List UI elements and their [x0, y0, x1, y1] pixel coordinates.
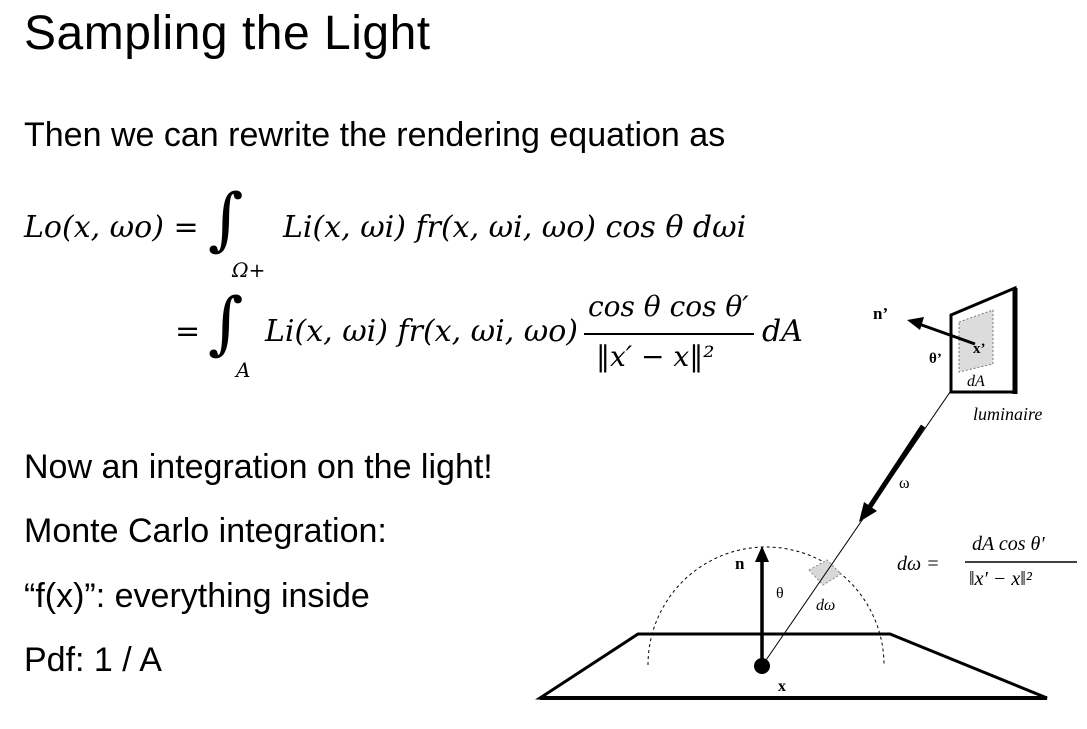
label-luminaire: luminaire: [973, 404, 1042, 424]
point-x-dot: [754, 658, 770, 674]
formula-numerator: dA cos θ′: [972, 533, 1045, 555]
omega-arrow-shaft: [866, 424, 926, 510]
normal-nprime-arrowhead: [907, 317, 924, 330]
slide-title: Sampling the Light: [24, 7, 431, 60]
equation-line1-rhs: Li(x, ωi) fr(x, ωi, ωo) cos θ dωi: [283, 210, 747, 245]
ground-plane: [535, 632, 1048, 700]
fraction-denominator: ‖x′ − x‖²: [596, 340, 715, 373]
label-n-prime: n’: [873, 304, 888, 323]
integral-sign-1: ∫: [208, 180, 244, 259]
bullet-4: Pdf: 1 / A: [24, 641, 162, 679]
normal-n-arrowhead: [755, 546, 769, 562]
normal-nprime-line: [918, 322, 976, 346]
label-theta: θ: [776, 585, 784, 602]
intro-text: Then we can rewrite the rendering equati…: [24, 116, 726, 154]
label-dA: dA: [967, 373, 985, 390]
equation-line2-tail: dA: [762, 314, 803, 349]
label-x: x: [778, 678, 786, 695]
formula-lhs: dω =: [897, 553, 940, 575]
bullet-1: Now an integration on the light!: [24, 448, 493, 486]
equation-line2-rhs: Li(x, ωi) fr(x, ωi, ωo): [265, 314, 579, 349]
d-omega-patch: [808, 559, 842, 586]
hemisphere: [647, 546, 885, 666]
bullet-2: Monte Carlo integration:: [24, 512, 387, 550]
integral-sub-a: A: [236, 358, 251, 382]
omega-arrow-head: [859, 502, 877, 522]
label-d-omega: dω: [816, 597, 835, 614]
fraction-numerator: cos θ cos θ′: [588, 290, 749, 323]
dA-patch: [958, 309, 994, 373]
fraction-bar: [584, 333, 754, 335]
equation-line1-lhs: Lo(x, ωo) =: [24, 210, 199, 245]
equation-line2-eq: =: [175, 314, 201, 349]
light-sampling-diagram: n’ θ’ x’ dA luminaire ω n θ dω x dω = dA…: [535, 285, 1077, 700]
integral-sub-omega: Ω+: [232, 258, 266, 282]
label-x-prime: x’: [973, 341, 986, 357]
label-n: n: [735, 554, 745, 573]
label-omega: ω: [899, 475, 910, 492]
label-theta-prime: θ’: [929, 351, 942, 367]
integral-sign-2: ∫: [208, 284, 244, 363]
formula-denominator: ‖x′ − x‖²: [969, 568, 1033, 590]
bullet-3: “f(x)”: everything inside: [24, 577, 370, 615]
